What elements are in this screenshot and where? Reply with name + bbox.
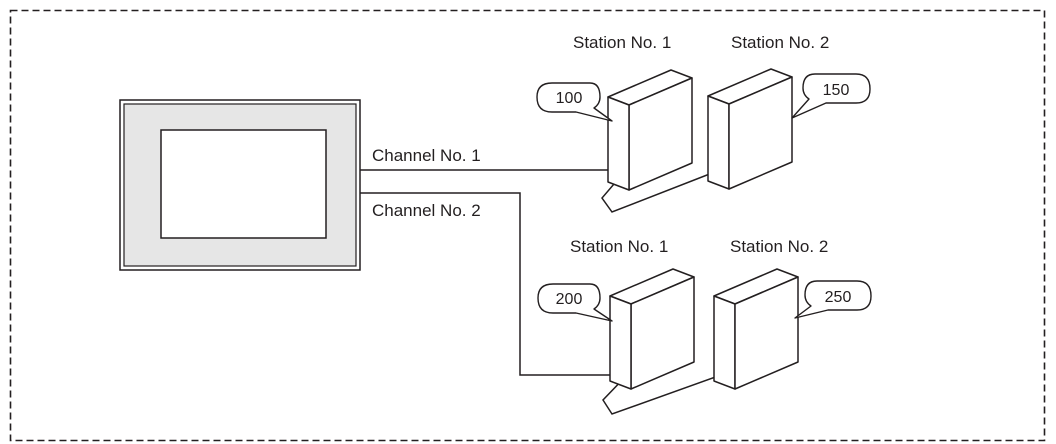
display-screen	[160, 129, 327, 239]
diagram-frame	[9, 9, 1046, 442]
station-1-1-value: 100	[556, 90, 583, 107]
channel-1-cable	[360, 167, 726, 213]
station-1-1-box	[607, 69, 693, 191]
station-1-2-value: 150	[823, 82, 850, 99]
station-2-1-callout: 200	[537, 283, 613, 322]
station-1-2-label: Station No. 2	[731, 33, 829, 52]
channel-1-label: Channel No. 1	[372, 146, 481, 165]
station-2-2-box	[713, 268, 799, 390]
station-2-2-value: 250	[825, 289, 852, 306]
station-2-1-value: 200	[556, 291, 583, 308]
station-1-2-box	[707, 68, 793, 190]
station-1-1-callout: 100	[536, 82, 613, 122]
display-panel	[119, 99, 361, 271]
station-2-2-label: Station No. 2	[730, 237, 828, 256]
station-2-1-label: Station No. 1	[570, 237, 668, 256]
station-1-1-label: Station No. 1	[573, 33, 671, 52]
station-2-2-callout: 250	[794, 280, 872, 319]
channel-2-label: Channel No. 2	[372, 201, 481, 220]
station-1-2-callout: 150	[791, 73, 871, 119]
station-2-1-box	[609, 268, 695, 390]
